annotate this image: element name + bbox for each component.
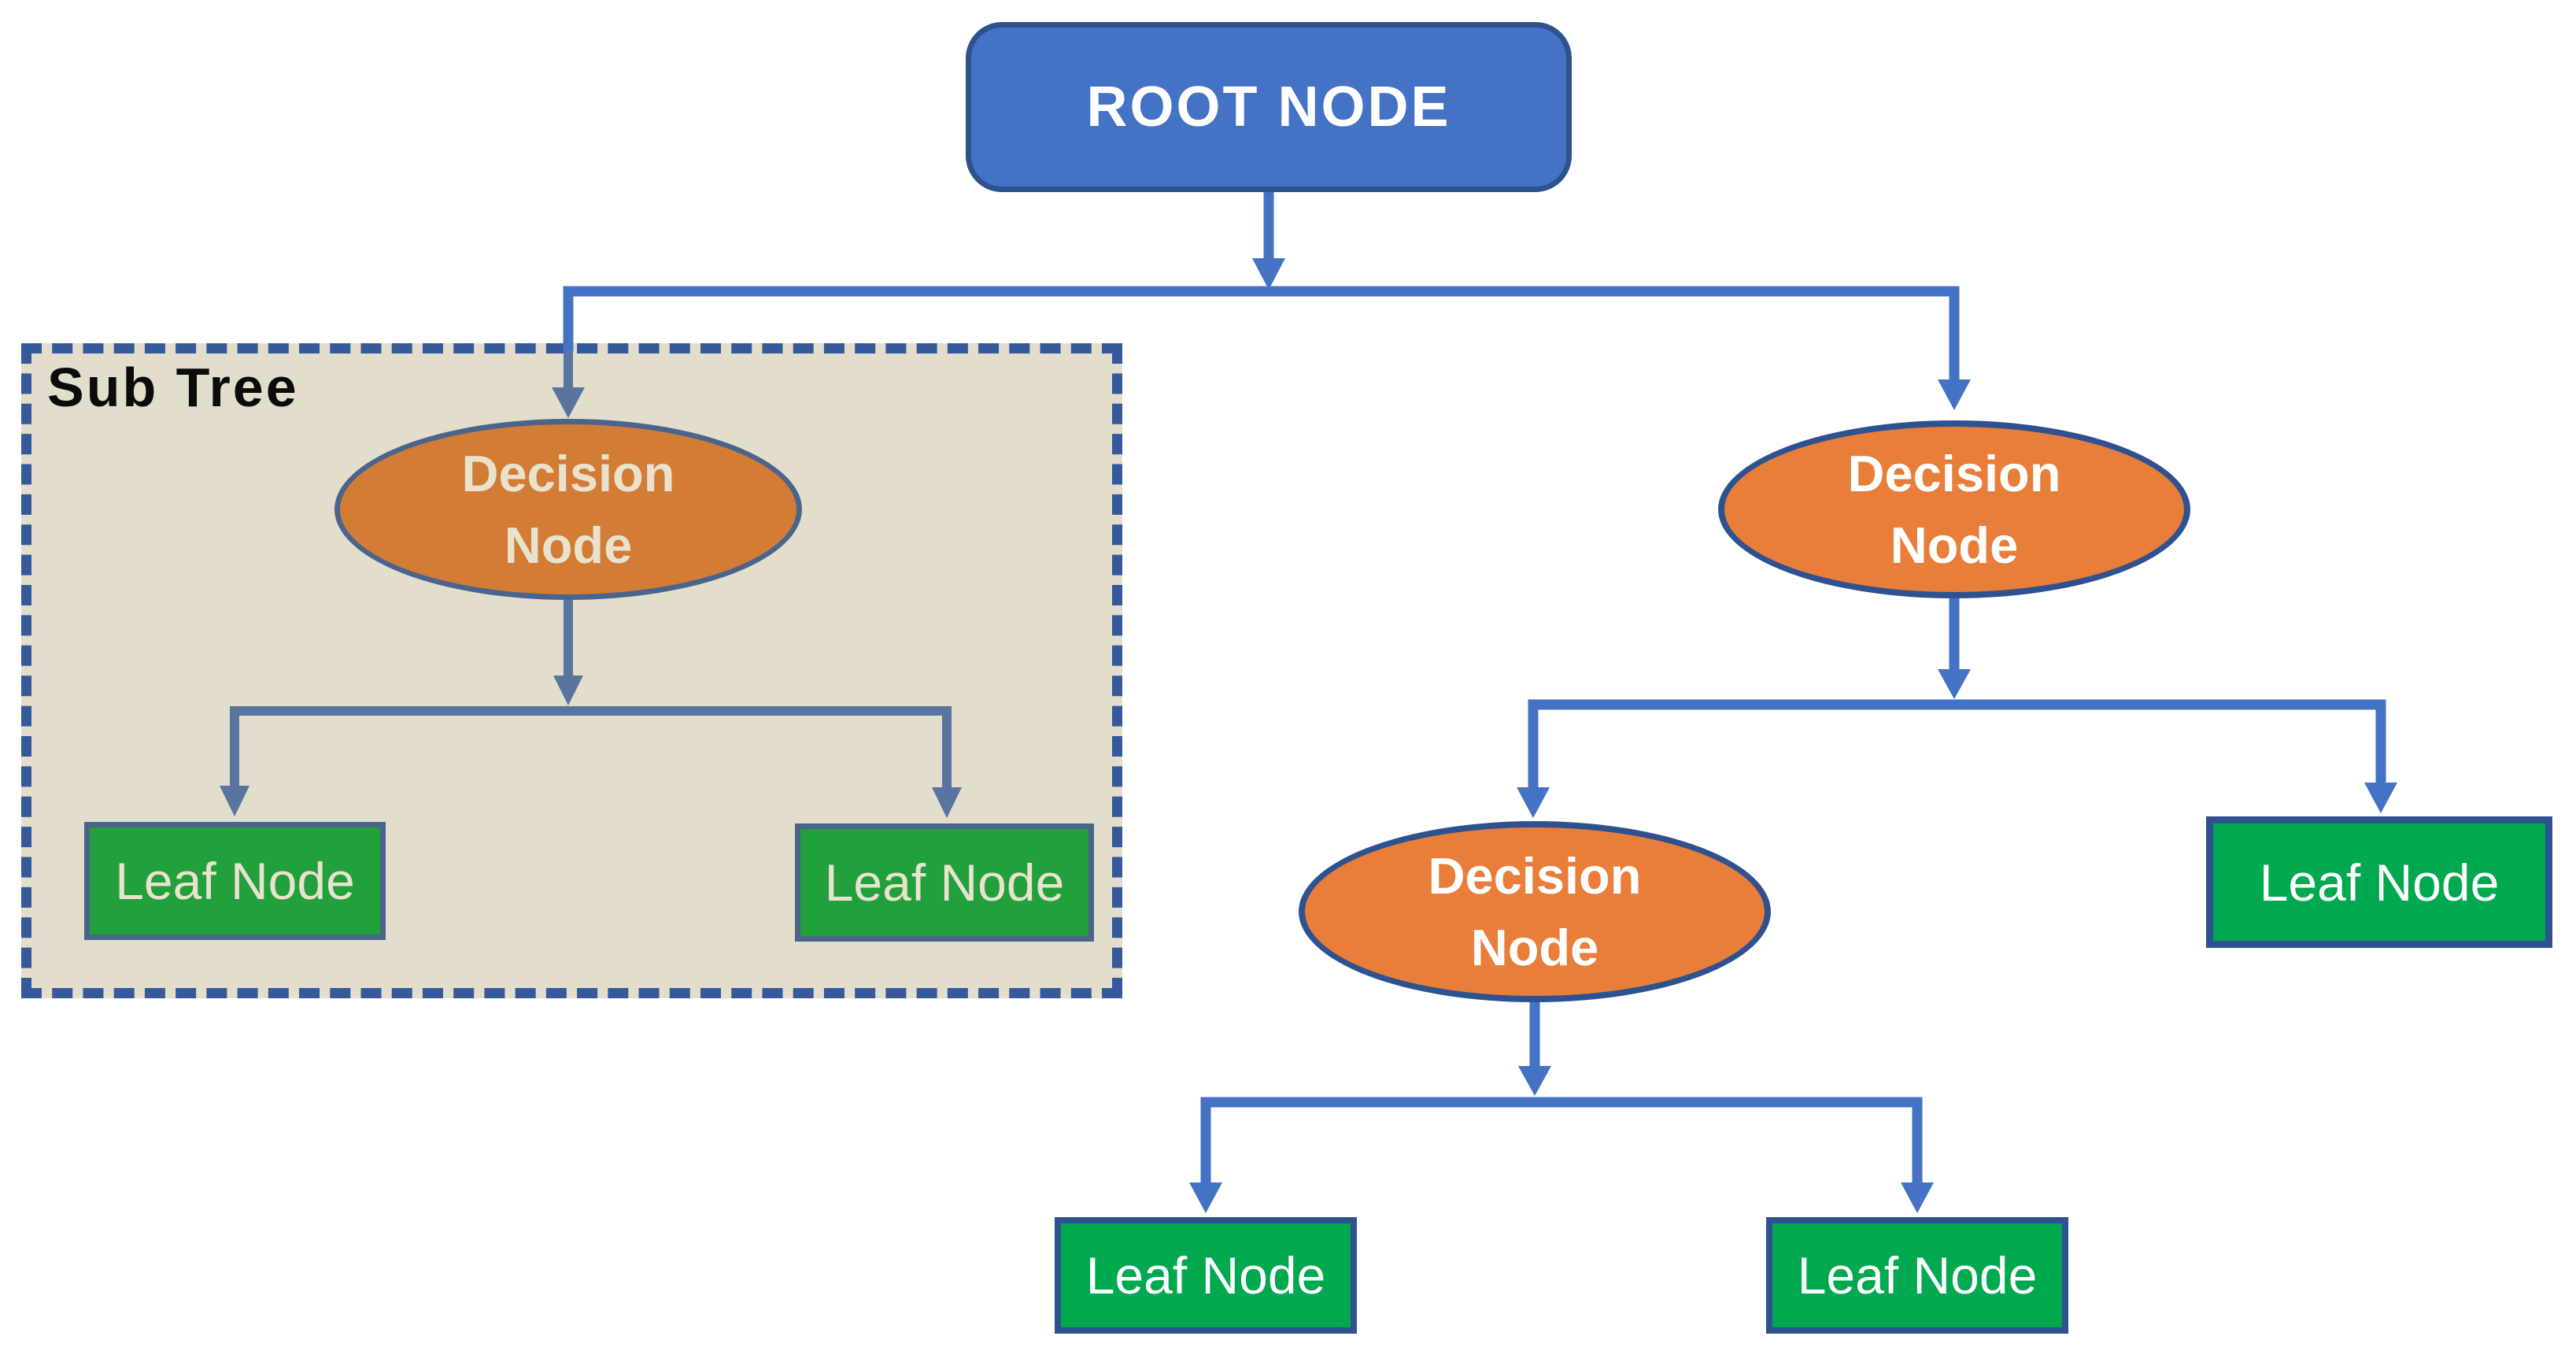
decision-node-right: Decision Node — [1718, 420, 2190, 598]
arrowhead-middle-decision — [1517, 787, 1550, 818]
leaf-node-bottom-left: Leaf Node — [1055, 1217, 1357, 1334]
arrowhead-bottom-leaf-right — [1901, 1182, 1934, 1213]
leaf-node-subtree-2: Leaf Node — [795, 823, 1094, 942]
subtree-label: Sub Tree — [47, 357, 299, 418]
arrowhead-bottom-leaf-left — [1189, 1182, 1222, 1213]
arrowhead-right-decision — [1938, 379, 1971, 410]
arrowhead-subtree-leaf-2 — [932, 787, 962, 818]
arrowhead-right-leaf — [2364, 783, 2397, 813]
decision-node-subtree: Decision Node — [334, 419, 802, 600]
arrowhead-level3-feed — [1518, 1066, 1551, 1096]
leaf-node-right: Leaf Node — [2206, 816, 2552, 948]
arrowhead-left-decision — [552, 387, 585, 418]
arrowhead-subtree-feed — [553, 675, 583, 705]
leaf-node-bottom-right: Leaf Node — [1766, 1217, 2068, 1334]
decision-node-middle: Decision Node — [1299, 821, 1771, 1002]
leaf-node-subtree-1: Leaf Node — [84, 822, 386, 940]
arrowhead-subtree-leaf-1 — [220, 786, 249, 816]
root-node: ROOT NODE — [966, 22, 1572, 192]
arrowhead-level2-feed — [1938, 669, 1971, 699]
arrowhead-root-feed — [1252, 258, 1285, 290]
